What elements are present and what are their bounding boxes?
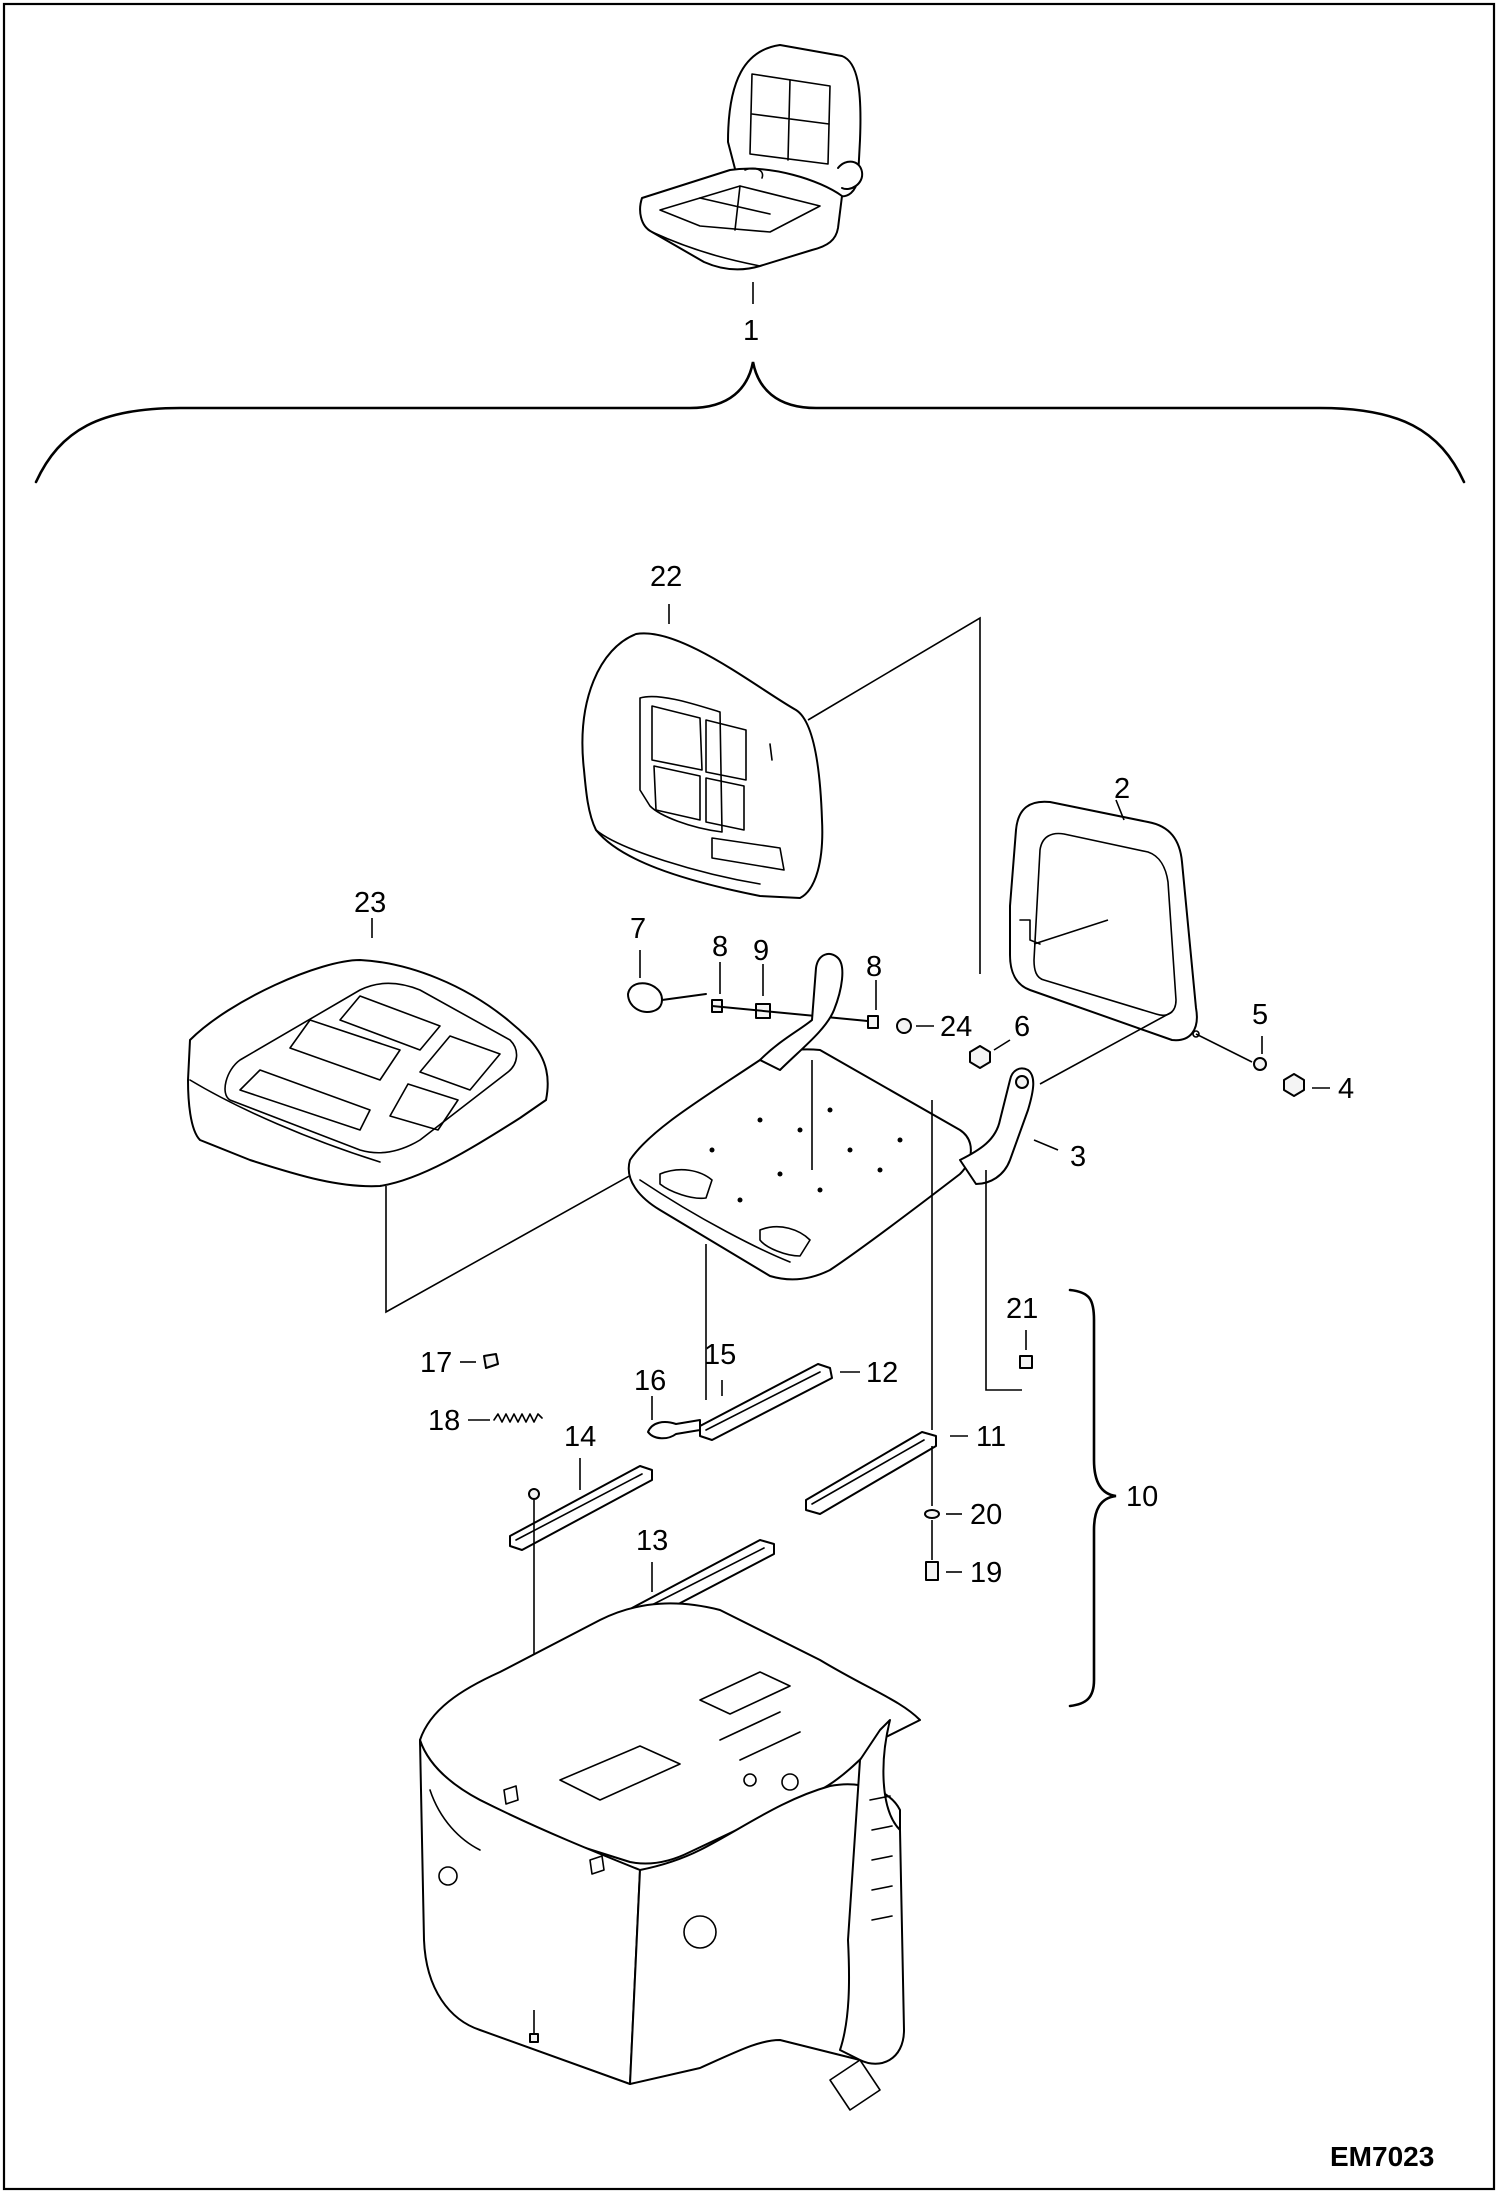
cushion-guide-line (385, 1169, 641, 1314)
callout-8-right: 8 (866, 951, 882, 983)
backrest-guide-line (807, 616, 981, 974)
callout-2: 2 (1114, 773, 1130, 805)
callout-17: 17 (420, 1347, 452, 1379)
left-bracket (759, 952, 844, 1071)
leader-6 (993, 1039, 1011, 1051)
callout-7: 7 (630, 913, 646, 945)
frame-drain-plug (529, 2033, 539, 2043)
callout-19: 19 (970, 1557, 1002, 1589)
callout-10: 10 (1126, 1481, 1158, 1513)
callout-3: 3 (1070, 1141, 1086, 1173)
nut-21-guide-line (985, 1170, 1022, 1391)
callout-1: 1 (743, 315, 759, 347)
callout-13: 13 (636, 1525, 668, 1557)
callout-23: 23 (354, 887, 386, 919)
plate-guide-line (1033, 919, 1109, 945)
group-brace-top (34, 361, 1466, 484)
bolt-4 (1283, 1073, 1305, 1097)
callout-8-left: 8 (712, 931, 728, 963)
diagram-code: EM7023 (1330, 2141, 1434, 2172)
group-brace-10 (1068, 1288, 1117, 1708)
callout-18: 18 (428, 1405, 460, 1437)
fastener-guide-line (1195, 1033, 1253, 1063)
callout-20: 20 (970, 1499, 1002, 1531)
callout-21: 21 (1006, 1293, 1038, 1325)
washer-20 (924, 1509, 940, 1519)
nut-21 (1019, 1355, 1033, 1369)
spring-18 (493, 1413, 543, 1423)
callout-22: 22 (650, 561, 682, 593)
bolt-6 (969, 1045, 991, 1069)
callout-6: 6 (1014, 1011, 1030, 1043)
nut-24 (896, 1018, 912, 1034)
release-lever-16 (647, 1419, 701, 1440)
callout-5: 5 (1252, 999, 1268, 1031)
washer-8-right (867, 1015, 879, 1029)
callout-4: 4 (1338, 1073, 1354, 1105)
rail-screw (528, 1488, 540, 1500)
seat-pan (627, 1048, 972, 1281)
right-bracket-3 (959, 1067, 1035, 1185)
callout-15: 15 (704, 1339, 736, 1371)
slide-rail-14 (509, 1465, 653, 1551)
seat-base-frame (419, 1602, 921, 2111)
backrest-cushion (581, 632, 824, 899)
callout-16: 16 (634, 1365, 666, 1397)
callout-14: 14 (564, 1421, 596, 1453)
callout-24: 24 (940, 1011, 972, 1043)
pivot-rod (711, 1005, 879, 1023)
callout-9: 9 (753, 935, 769, 967)
washer-5 (1253, 1057, 1267, 1071)
adjustment-knob (627, 982, 707, 1013)
leader-3 (1033, 1139, 1059, 1151)
bolt-guide-line (1039, 1011, 1173, 1085)
callout-11: 11 (976, 1421, 1006, 1453)
leader-2 (1115, 799, 1125, 821)
bolt-17 (483, 1353, 499, 1369)
seat-assembly-illustration (639, 44, 864, 271)
seat-cushion (187, 959, 549, 1188)
callout-12: 12 (866, 1357, 898, 1389)
bolt-19 (925, 1561, 939, 1581)
